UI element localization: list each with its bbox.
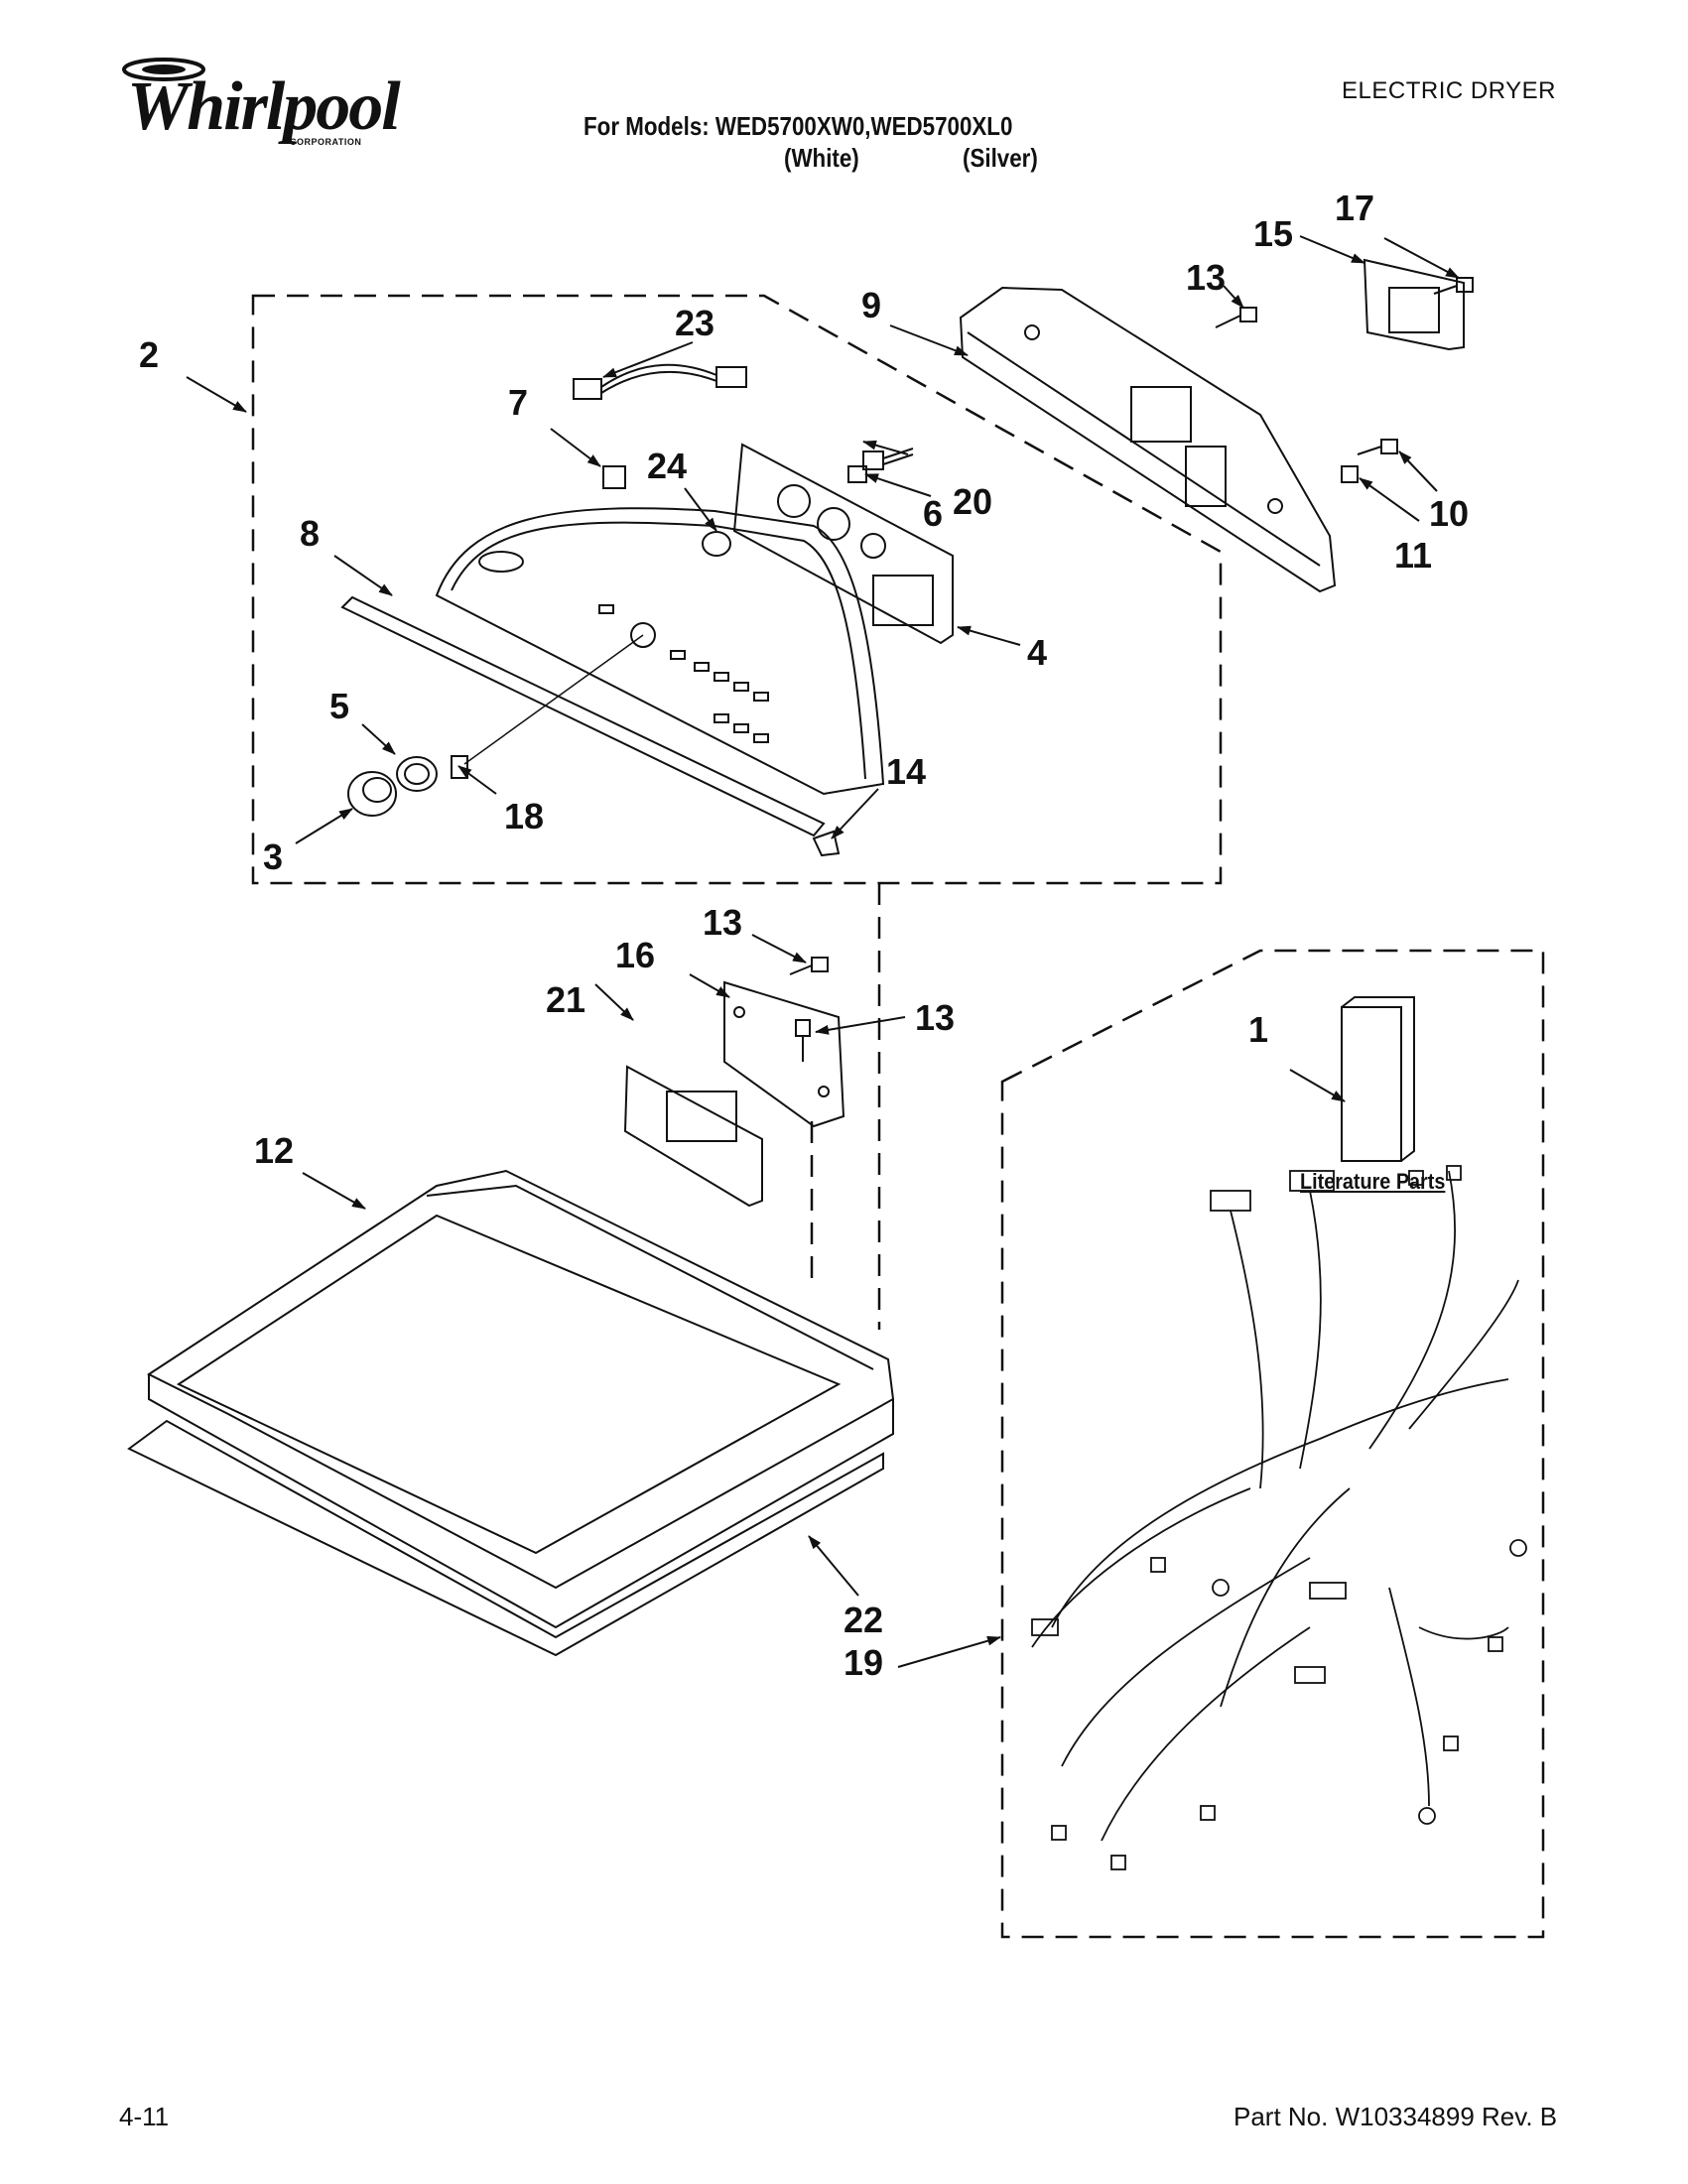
callout-7: 7 xyxy=(508,382,529,423)
screw-20 xyxy=(862,448,914,470)
part-number: Part No. W10334899 Rev. B xyxy=(1234,2102,1558,2131)
callout-3: 3 xyxy=(263,836,284,877)
callout-21: 21 xyxy=(546,979,586,1020)
literature-parts-label: Literature Parts xyxy=(1300,1169,1446,1194)
callout-13-lower: 13 xyxy=(915,997,956,1038)
callout-10: 10 xyxy=(1429,493,1470,534)
color-white: (White) xyxy=(784,143,859,173)
callout-4: 4 xyxy=(1027,632,1048,673)
callout-17: 17 xyxy=(1335,188,1375,228)
callout-1: 1 xyxy=(1248,1009,1269,1050)
logo-corporation: CORPORATION xyxy=(290,137,362,147)
models-line: For Models: WED5700XW0,WED5700XL0 xyxy=(584,111,1013,141)
literature-booklet xyxy=(1341,996,1415,1162)
screw-17 xyxy=(1433,277,1474,295)
clip-11 xyxy=(1341,465,1359,483)
trim-strip-8 xyxy=(340,595,826,837)
screw-10 xyxy=(1357,439,1398,455)
console-assembly-boundary xyxy=(251,294,1223,885)
screw-13-mid xyxy=(789,957,829,975)
wire-harness xyxy=(1031,1165,1527,1870)
whirlpool-logo: Whirlpool xyxy=(127,68,401,145)
knob-parts xyxy=(347,634,644,817)
disc-24 xyxy=(702,531,731,557)
callout-13-top: 13 xyxy=(1186,257,1227,298)
clip-7 xyxy=(602,465,626,489)
callout-15: 15 xyxy=(1253,213,1294,254)
callout-12: 12 xyxy=(254,1130,295,1171)
harness-boundary xyxy=(1000,949,1545,1939)
color-silver: (Silver) xyxy=(963,143,1038,173)
product-type: ELECTRIC DRYER xyxy=(1342,77,1556,104)
screw-13-top xyxy=(1215,307,1257,328)
callout-23: 23 xyxy=(675,303,715,343)
callout-19: 19 xyxy=(844,1642,884,1683)
callout-5: 5 xyxy=(329,686,350,726)
logo-swoosh-icon xyxy=(122,58,205,81)
top-panel-12 xyxy=(146,1169,895,1629)
callout-16: 16 xyxy=(615,935,656,975)
callout-14: 14 xyxy=(886,751,927,792)
callout-arrows xyxy=(186,235,1460,1668)
callout-13-mid: 13 xyxy=(703,902,743,943)
control-board-4 xyxy=(732,443,954,645)
page-number: 4-11 xyxy=(119,2102,170,2131)
callout-9: 9 xyxy=(861,285,882,325)
console-body xyxy=(435,507,885,796)
callout-18: 18 xyxy=(504,796,545,836)
callout-22: 22 xyxy=(844,1600,884,1640)
callout-20: 20 xyxy=(953,481,993,522)
callout-8: 8 xyxy=(300,513,321,554)
mounting-plate-16 xyxy=(723,980,845,1128)
callout-6: 6 xyxy=(923,493,944,534)
module-21 xyxy=(623,1065,763,1208)
callout-2: 2 xyxy=(139,334,160,375)
bracket-15 xyxy=(1363,258,1465,351)
clip-14 xyxy=(812,830,841,857)
callout-11: 11 xyxy=(1394,535,1433,576)
wire-23 xyxy=(573,363,747,400)
callout-24: 24 xyxy=(647,446,688,486)
console-back-panel xyxy=(959,286,1337,593)
panel-sheet-22 xyxy=(127,1419,884,1657)
screw-13-lower xyxy=(795,1019,811,1062)
